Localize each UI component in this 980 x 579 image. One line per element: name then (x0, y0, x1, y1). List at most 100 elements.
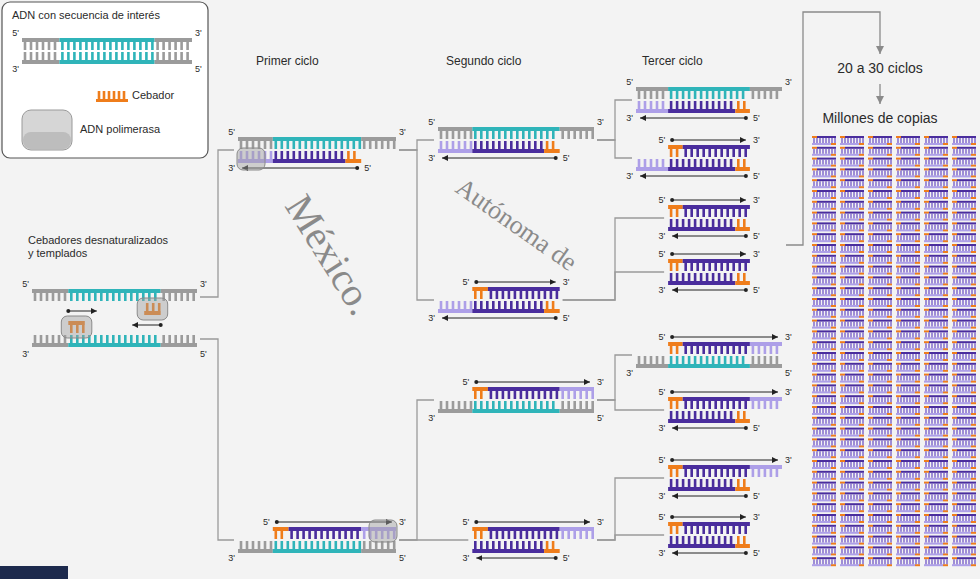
copy-icon (868, 374, 892, 383)
copy-icon (812, 287, 836, 296)
strand-end-label: 5' (463, 377, 470, 387)
copy-icon (840, 298, 864, 307)
base-teeth (475, 291, 481, 299)
direction-dot (744, 288, 748, 292)
direction-arrow (672, 428, 746, 429)
dna-strand (438, 409, 472, 413)
copy-icon (924, 514, 948, 523)
base-teeth (753, 401, 777, 409)
strand-end-label: 5' (12, 28, 19, 38)
dna-strand (683, 145, 750, 149)
primer (544, 309, 560, 313)
direction-arrow (476, 382, 590, 383)
copy-icon (924, 190, 948, 199)
copy-icon (952, 384, 976, 393)
copy-icon (896, 233, 920, 242)
copy-icon (952, 298, 976, 307)
copy-icon (896, 363, 920, 372)
copy-icon (840, 352, 864, 361)
strand-end-label: 5' (563, 153, 570, 163)
copy-icon (952, 460, 976, 469)
strand-end-label: 5' (22, 279, 29, 289)
copy-icon (812, 460, 836, 469)
primer (345, 159, 361, 163)
strand-end-label: 5' (463, 517, 470, 527)
copy-icon (896, 428, 920, 437)
copy-icon (840, 168, 864, 177)
copy-icon (812, 147, 836, 156)
legend-text: ADN con secuencia de interés (12, 9, 160, 22)
legend-text: ADN polimerasa (80, 123, 160, 136)
copy-icon (896, 298, 920, 307)
base-teeth (491, 531, 557, 539)
strand-end-label: 5' (658, 135, 665, 145)
base-teeth (35, 335, 65, 343)
polymerase-symbol (23, 132, 71, 149)
dna-strand (668, 544, 735, 548)
direction-arrow (672, 392, 778, 393)
copy-icon (896, 557, 920, 566)
dna-strand (750, 364, 782, 368)
copy-icon (840, 428, 864, 437)
primer (472, 527, 488, 531)
copy-icon (840, 492, 864, 501)
copy-icon (868, 428, 892, 437)
copy-icon (924, 449, 948, 458)
strand-end-label: 3' (753, 249, 760, 259)
copy-icon (896, 417, 920, 426)
copy-icon (952, 147, 976, 156)
copy-icon (924, 287, 948, 296)
base-teeth (563, 531, 593, 539)
copy-icon (952, 190, 976, 199)
copy-icon (812, 482, 836, 491)
dna-strand (636, 87, 668, 91)
dna-strand (668, 364, 750, 368)
branch-line (597, 400, 664, 410)
copy-icon (924, 460, 948, 469)
base-teeth (738, 536, 744, 544)
dna-strand (472, 309, 544, 313)
strand-end-label: 5' (428, 117, 435, 127)
direction-dot (744, 426, 748, 430)
copy-icon (868, 460, 892, 469)
copy-icon (924, 363, 948, 372)
strand-end-label: 3' (428, 153, 435, 163)
copy-icon (896, 482, 920, 491)
copy-icon (952, 201, 976, 210)
strand-end-label: 5' (753, 423, 760, 433)
dna-strand (636, 167, 668, 171)
dna-strand (32, 343, 68, 347)
copy-icon (924, 298, 948, 307)
base-teeth (671, 401, 677, 409)
direction-arrow (672, 337, 778, 338)
copy-icon (868, 244, 892, 253)
base-teeth (671, 526, 677, 534)
direction-dot (66, 309, 70, 313)
base-teeth (671, 101, 731, 109)
copy-icon (868, 179, 892, 188)
base-teeth (686, 526, 746, 534)
cycle-bracket (786, 12, 880, 245)
copy-icon (868, 514, 892, 523)
copy-icon (896, 536, 920, 545)
strand-end-label: 3' (399, 127, 406, 137)
copy-icon (840, 179, 864, 188)
copy-icon (812, 363, 836, 372)
base-teeth (738, 479, 744, 487)
base-teeth (686, 263, 746, 271)
cycle-title: Tercer ciclo (642, 54, 703, 68)
copy-icon (896, 287, 920, 296)
copy-icon (812, 266, 836, 275)
direction-arrow (672, 140, 746, 141)
copies-arrow (879, 84, 880, 104)
copy-icon (896, 395, 920, 404)
step-caption: Cebadores desnaturalizados y templados (28, 234, 176, 260)
copy-icon (924, 384, 948, 393)
copy-icon (868, 158, 892, 167)
dna-strand (438, 309, 472, 313)
copy-icon (924, 536, 948, 545)
copy-icon (952, 244, 976, 253)
primer-symbol (99, 91, 124, 99)
dna-strand (59, 38, 154, 42)
strand-end-label: 3' (200, 279, 207, 289)
